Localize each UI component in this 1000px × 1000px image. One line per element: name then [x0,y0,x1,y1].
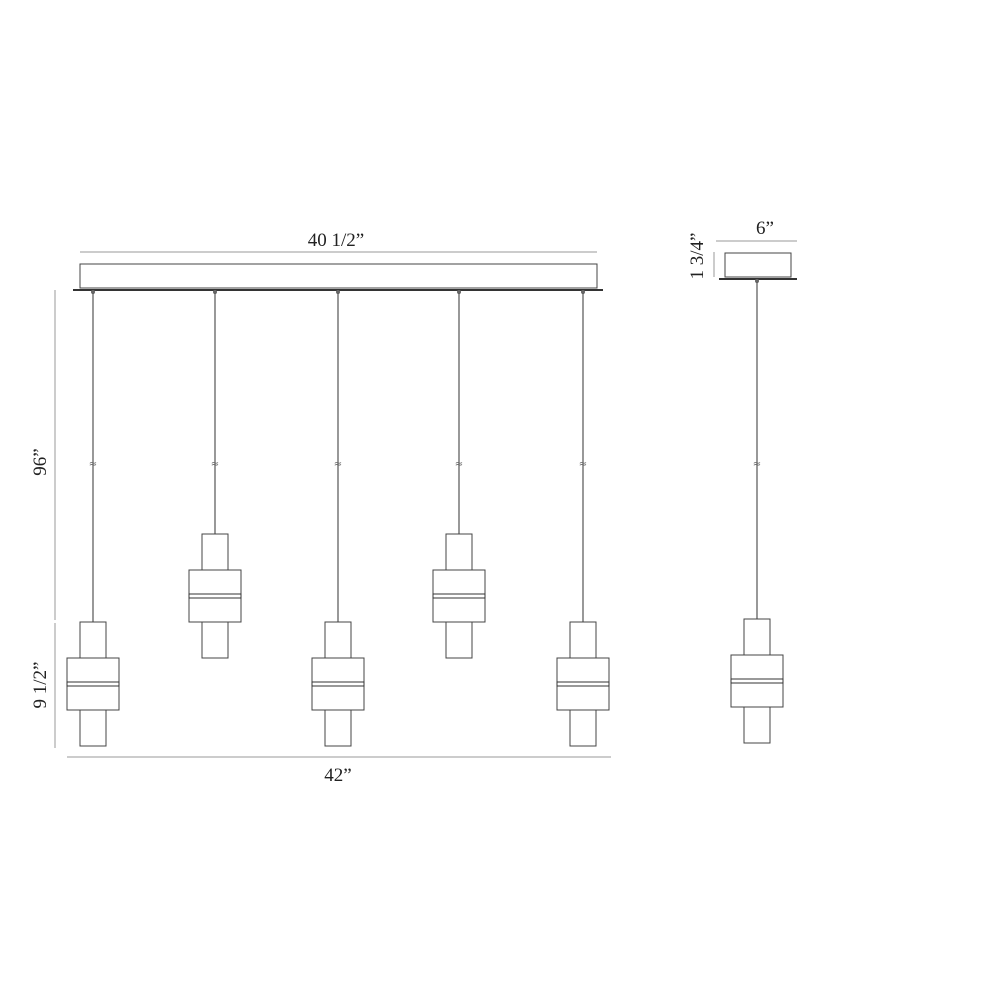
overall-length-label: 42” [324,765,351,786]
cord-break-symbol: ≈ [211,459,219,470]
cord-break-symbol: ≈ [579,459,587,470]
lower-cylinder [324,709,352,747]
cord-break-symbol: ≈ [334,459,342,470]
canopy-height-label: 1 3/4” [687,233,708,280]
upper-cylinder [445,533,473,571]
pendant-3: ≈ [311,290,365,747]
metal-band [66,681,120,687]
pendant-1: ≈ [66,290,120,747]
upper-cylinder [324,621,352,659]
lower-cylinder [569,709,597,747]
side-canopy [724,252,792,278]
canopy-length-label: 40 1/2” [308,230,364,251]
cord-mount [581,290,585,294]
pendant-2: ≈ [188,290,242,659]
cord-mount [457,290,461,294]
cord-break-symbol: ≈ [753,459,761,470]
pendant-side: ≈ [730,279,784,744]
side-view: 6” 1 3/4” ≈ [687,218,797,744]
upper-cylinder [79,621,107,659]
lower-cylinder [743,706,771,744]
upper-cylinder [569,621,597,659]
metal-band [730,678,784,684]
canopy-width-label: 6” [756,218,774,239]
lower-cylinder [79,709,107,747]
canopy [79,263,598,289]
pendant-4: ≈ [432,290,486,659]
lower-cylinder [201,621,229,659]
overall-height-label: 96” [30,448,51,475]
lower-cylinder [445,621,473,659]
cord-break-symbol: ≈ [89,459,97,470]
metal-band [556,681,610,687]
upper-cylinder [743,618,771,656]
metal-band [311,681,365,687]
cord-mount [755,279,759,283]
front-view: 40 1/2” 96” 9 1/2” 42” ≈ ≈ ≈ ≈ ≈ [30,230,611,786]
cord-mount [91,290,95,294]
pendant-5: ≈ [556,290,610,747]
upper-cylinder [201,533,229,571]
cord-mount [213,290,217,294]
pendant-height-label: 9 1/2” [30,662,51,709]
metal-band [432,593,486,599]
metal-band [188,593,242,599]
cord-break-symbol: ≈ [455,459,463,470]
cord-mount [336,290,340,294]
